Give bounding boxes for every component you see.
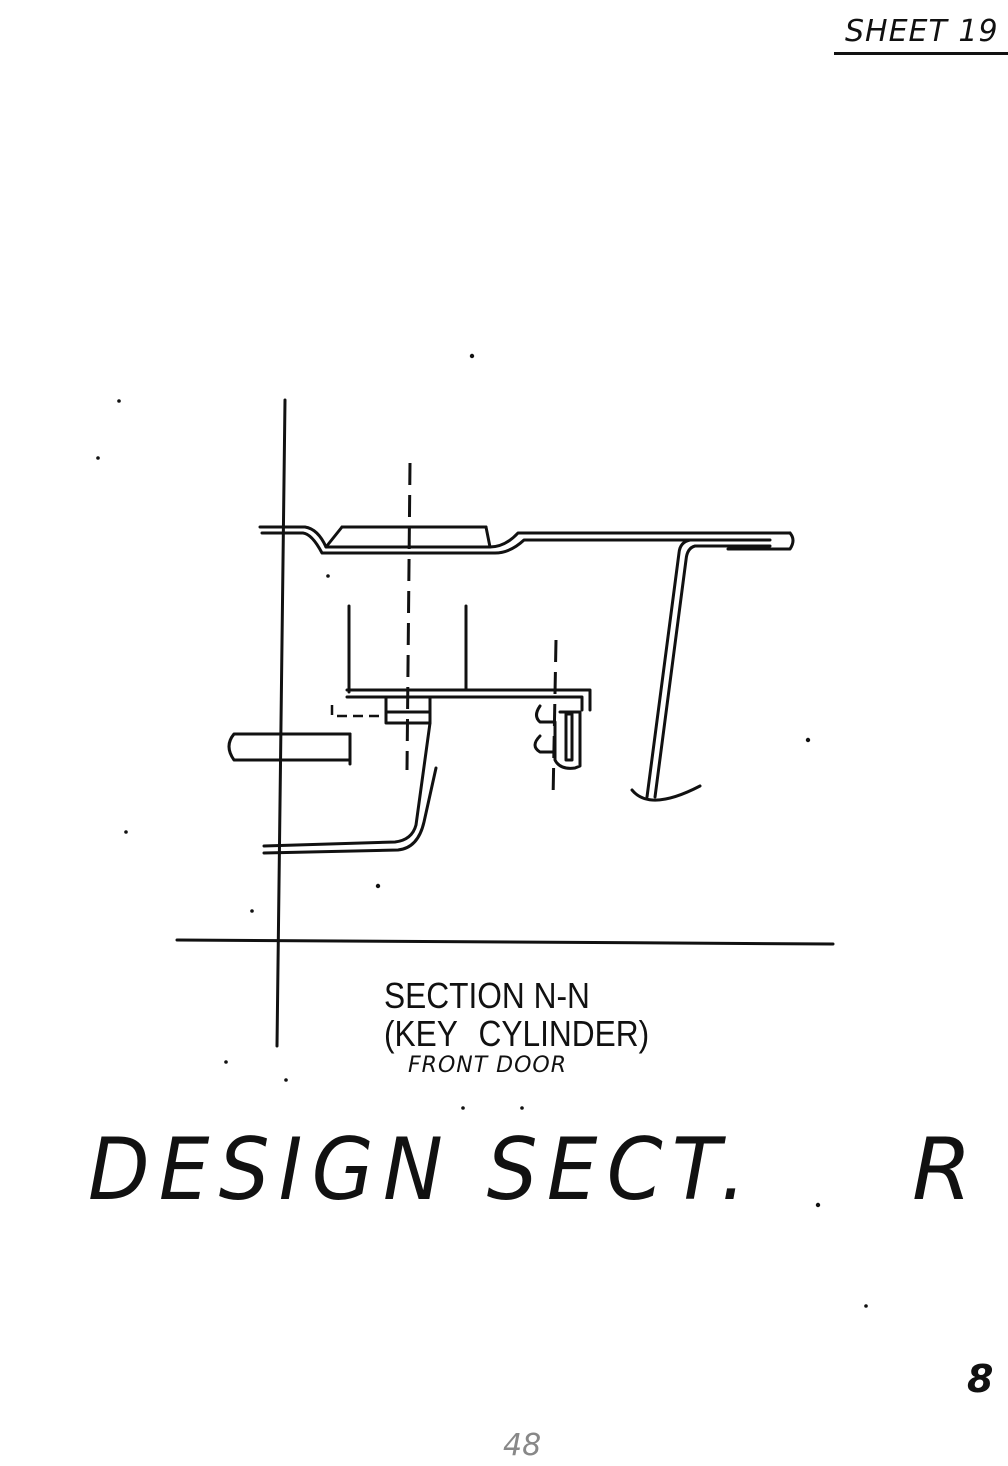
scan-dot (326, 574, 330, 578)
cylinder-centerline (405, 462, 412, 771)
vertical-reference-line (275, 398, 287, 1048)
scan-dot (805, 737, 811, 743)
scan-dot (461, 1106, 465, 1110)
hidden-lock-outline (330, 705, 386, 718)
clip-centerline (551, 639, 558, 801)
scan-dot (520, 1106, 524, 1110)
outer-panel-lower (260, 531, 730, 555)
sheet-label: SHEET 19 (845, 14, 999, 49)
scan-dot (469, 353, 475, 359)
scan-dot (250, 909, 254, 913)
section-title: SECTION N-N (384, 975, 590, 1016)
retaining-clip-inner (564, 712, 574, 762)
scan-dot (375, 883, 381, 889)
retaining-clip (533, 704, 582, 770)
scan-dot (124, 830, 128, 834)
trim-pad (227, 732, 352, 762)
section-subtitle: (KEY CYLINDER) (384, 1013, 650, 1054)
scan-dot (284, 1078, 288, 1082)
page-number: 8 (967, 1357, 994, 1401)
horizontal-reference-line (175, 938, 835, 946)
scan-dot (815, 1202, 821, 1208)
bracket-top (345, 688, 592, 712)
inner-door-arm-outer (262, 721, 432, 848)
inner-panel-outer (645, 538, 772, 799)
bracket-bottom (345, 695, 584, 712)
design-section-letter: R (912, 1120, 972, 1220)
scan-dot (117, 399, 121, 403)
inner-door-arm-inner (262, 766, 438, 855)
scan-dot (96, 456, 100, 460)
section-note: FRONT DOOR (408, 1053, 568, 1078)
inner-panel-inner (653, 544, 772, 799)
bottom-page-number: 48 (503, 1428, 542, 1463)
outer-panel-hem (726, 531, 795, 551)
sheet-underline (834, 52, 1008, 55)
scan-dot (224, 1060, 228, 1064)
inner-panel-curl (630, 784, 702, 802)
design-section-label: DESIGN SECT. (88, 1120, 756, 1220)
scan-dot (864, 1304, 868, 1308)
